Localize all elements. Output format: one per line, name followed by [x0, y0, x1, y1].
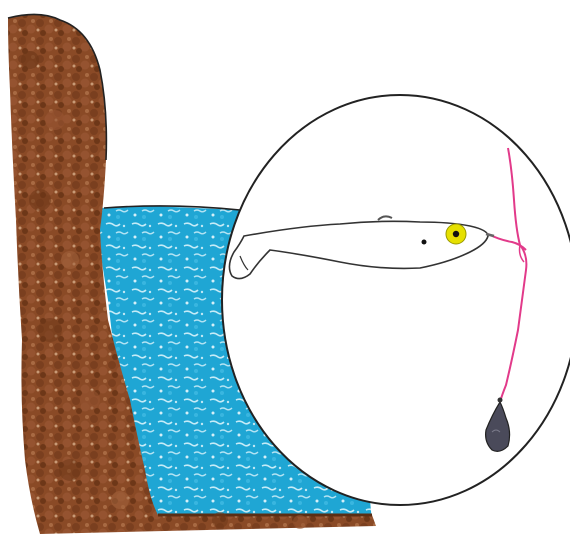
gill-dot [422, 240, 427, 245]
magnifier-circle [222, 95, 570, 505]
